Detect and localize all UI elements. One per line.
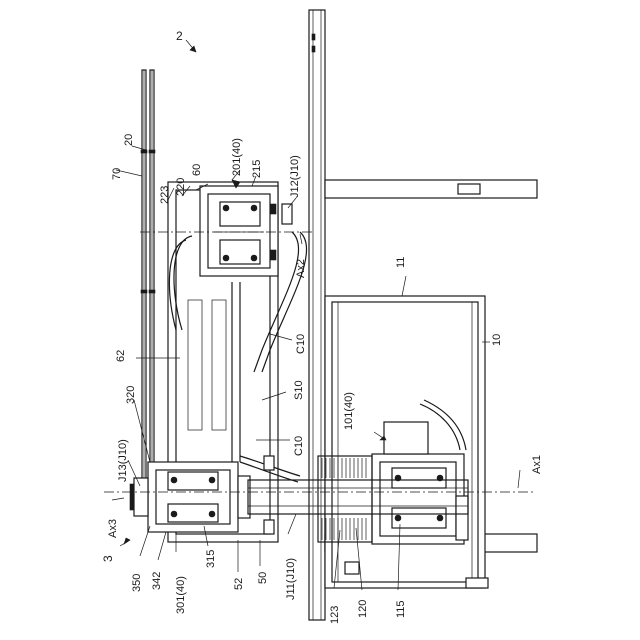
- label-actuator3: 301(40): [175, 576, 187, 614]
- label-joint2: 223: [159, 186, 171, 204]
- label-upper-arm: 20: [123, 134, 135, 146]
- upper-beam: [325, 180, 537, 198]
- label-cable-c10-top: C10: [295, 334, 307, 354]
- label-cable-guide: 60: [191, 164, 203, 176]
- label-axis2: Ax2: [295, 259, 307, 278]
- label-hand: 3: [101, 555, 115, 562]
- label-shaft-s10: S10: [293, 380, 305, 400]
- label-cable62: 62: [115, 350, 127, 362]
- label-part315: 315: [205, 550, 217, 568]
- label-joint13: J13(J10): [117, 439, 129, 482]
- label-base: 10: [491, 334, 503, 346]
- label-forearm: 50: [257, 572, 269, 584]
- label-robot: 2: [176, 29, 183, 43]
- label-part123: 123: [329, 606, 341, 624]
- arrowhead-hand: [124, 538, 130, 544]
- arrowhead-robot: [190, 46, 196, 52]
- label-actuator2: 201(40): [231, 138, 243, 176]
- label-joint11: J11(J10): [285, 558, 297, 600]
- label-part342: 342: [151, 572, 163, 590]
- label-part115: 115: [395, 600, 407, 618]
- label-joint2b: 220: [175, 178, 187, 196]
- label-cable-c10-bot: C10: [293, 436, 305, 456]
- base-column: [309, 10, 325, 620]
- joint3-actuator: [130, 462, 250, 532]
- label-base-inner: 11: [395, 257, 407, 268]
- label-joint12: J12(J10): [289, 155, 301, 198]
- label-part120: 120: [357, 600, 369, 618]
- joint2-actuator: [200, 186, 292, 276]
- label-part350: 350: [131, 574, 143, 592]
- label-part320: 320: [125, 386, 137, 404]
- label-part52: 52: [233, 578, 245, 590]
- label-part215: 215: [251, 160, 263, 178]
- label-axis3: Ax3: [107, 519, 119, 538]
- label-arm-cover: 70: [111, 168, 123, 180]
- label-actuator1: 101(40): [343, 392, 355, 430]
- label-axis1: Ax1: [531, 455, 543, 474]
